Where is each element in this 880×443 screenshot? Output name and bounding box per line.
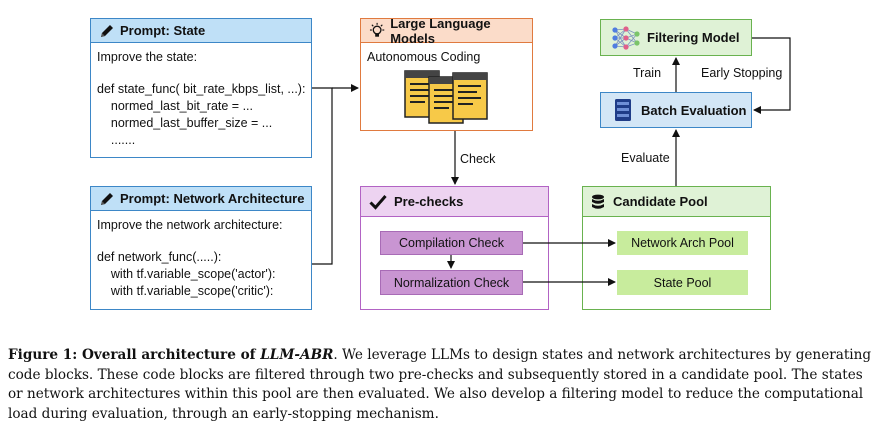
prompt-network-code-line: with tf.variable_scope('actor'): (97, 267, 276, 281)
state-pool-pill: State Pool (617, 270, 748, 295)
prompt-state-code-line: def state_func( bit_rate_kbps_list, ...)… (97, 82, 306, 96)
prompt-state-title: Prompt: State (120, 23, 206, 38)
prompt-network-instruction: Improve the network architecture: (97, 218, 283, 232)
checkmark-icon (369, 194, 387, 210)
figure-caption: Figure 1: Overall architecture of LLM-AB… (8, 346, 872, 424)
candidate-pool-title: Candidate Pool (613, 194, 708, 209)
prompt-state-code-line: normed_last_bit_rate = ... (97, 99, 253, 113)
code-files-icon (404, 70, 488, 124)
llm-title: Large Language Models (390, 15, 491, 46)
prompt-network-header: Prompt: Network Architecture (91, 187, 311, 211)
figure-label: Figure 1: Overall architecture of (8, 347, 261, 363)
filtering-model-box: Filtering Model (600, 19, 752, 56)
llm-subtitle: Autonomous Coding (367, 50, 481, 64)
server-icon (615, 99, 631, 121)
network-arch-pool-pill: Network Arch Pool (617, 231, 748, 255)
normalization-check-pill: Normalization Check (380, 270, 523, 295)
prompt-network-code-line: def network_func(.....): (97, 250, 222, 264)
batch-eval-title: Batch Evaluation (641, 102, 747, 118)
llm-header: Large Language Models (361, 15, 532, 46)
prechecks-title: Pre-checks (394, 194, 464, 209)
lightbulb-icon (369, 22, 385, 37)
prompt-network-code-line: with tf.variable_scope('critic'): (97, 284, 274, 298)
prompt-network-box: Prompt: Network Architecture Improve the… (90, 186, 312, 310)
prompt-state-code-line: normed_last_buffer_size = ... (97, 116, 273, 130)
prompt-state-code-line: ....... (97, 133, 136, 147)
early-stopping-arrow (752, 37, 791, 114)
llm-box: Large Language Models Autonomous Coding (360, 15, 533, 131)
filtering-model-title: Filtering Model (647, 30, 740, 45)
prompt-state-connector (312, 87, 333, 265)
figure-caption-body: . We leverage LLMs to design states and … (8, 347, 872, 422)
pencil-icon (101, 192, 113, 205)
prompt-state-box: Prompt: State Improve the state: def sta… (90, 18, 312, 158)
train-edge-label: Train (633, 66, 662, 80)
check-edge-label: Check (460, 152, 496, 166)
batch-eval-box: Batch Evaluation (600, 92, 752, 128)
prechecks-header: Pre-checks (361, 187, 548, 217)
figure-system-name: LLM-ABR (260, 347, 334, 363)
early-stopping-edge-label: Early Stopping (701, 66, 783, 80)
prompt-network-title: Prompt: Network Architecture (120, 191, 305, 206)
compilation-check-pill: Compilation Check (380, 231, 523, 255)
pencil-icon (101, 24, 113, 37)
prompt-state-header: Prompt: State (91, 19, 311, 43)
neural-network-icon (612, 25, 640, 50)
evaluate-edge-label: Evaluate (621, 151, 670, 165)
database-icon (592, 194, 604, 209)
prompt-state-instruction: Improve the state: (97, 50, 198, 64)
candidate-pool-header: Candidate Pool (583, 187, 770, 217)
flow-arrows (312, 37, 791, 286)
